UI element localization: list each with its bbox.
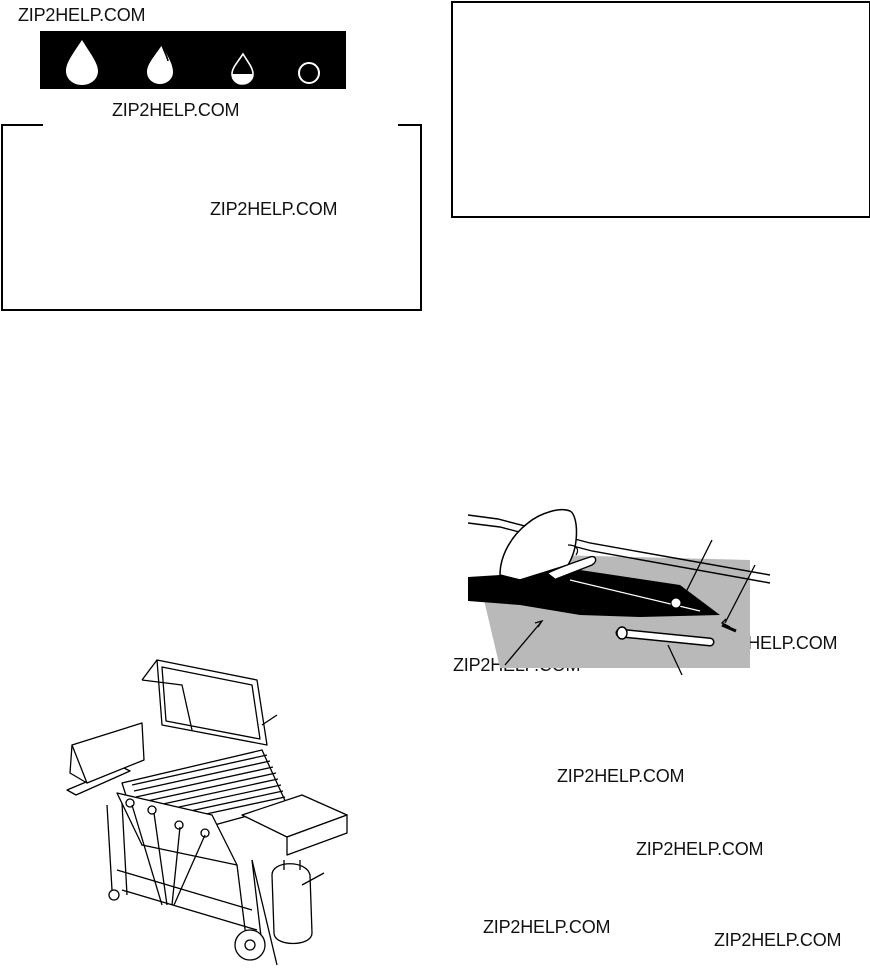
left-warning-box <box>1 124 422 311</box>
watermark: ZIP2HELP.COM <box>112 100 240 120</box>
off-circle-icon <box>298 62 320 84</box>
right-notice-box <box>451 1 870 218</box>
watermark: ZIP2HELP.COM <box>210 199 338 219</box>
watermark: ZIP2HELP.COM <box>483 917 611 937</box>
burner-tube-illustration <box>460 505 780 685</box>
watermark: ZIP2HELP.COM <box>636 839 764 859</box>
box-corner-left <box>1 124 43 126</box>
low-flame-icon <box>231 52 254 85</box>
gas-grill-illustration <box>62 655 362 969</box>
medium-flame-icon <box>147 44 173 84</box>
flame-setting-bar <box>40 31 346 89</box>
watermark: ZIP2HELP.COM <box>18 5 146 25</box>
watermark: ZIP2HELP.COM <box>714 930 842 950</box>
large-flame-icon <box>66 40 98 85</box>
box-corner-right <box>398 124 422 126</box>
watermark: ZIP2HELP.COM <box>557 766 685 786</box>
